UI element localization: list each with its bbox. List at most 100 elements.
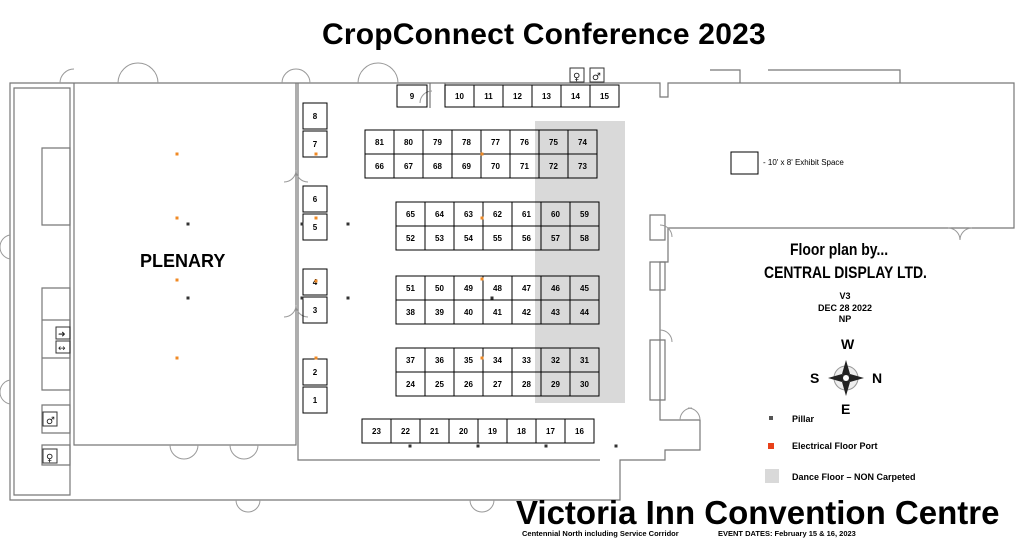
compass-south: S <box>810 370 820 386</box>
booth-40[interactable]: 40 <box>453 299 484 325</box>
booth-30[interactable]: 30 <box>569 371 600 397</box>
booth-51[interactable]: 51 <box>395 275 426 301</box>
booth-66[interactable]: 66 <box>364 153 395 179</box>
booth-15[interactable]: 15 <box>589 84 620 108</box>
booth-18[interactable]: 18 <box>506 418 537 444</box>
booth-24[interactable]: 24 <box>395 371 426 397</box>
booth-number: 64 <box>435 210 444 219</box>
booth-63[interactable]: 63 <box>453 201 484 227</box>
booth-62[interactable]: 62 <box>482 201 513 227</box>
booth-12[interactable]: 12 <box>502 84 533 108</box>
booth-79[interactable]: 79 <box>422 129 453 155</box>
booth-49[interactable]: 49 <box>453 275 484 301</box>
booth-26[interactable]: 26 <box>453 371 484 397</box>
booth-53[interactable]: 53 <box>424 225 455 251</box>
dance-floor-swatch <box>765 469 779 483</box>
booth-16[interactable]: 16 <box>564 418 595 444</box>
booth-44[interactable]: 44 <box>569 299 600 325</box>
pillar-marker <box>186 222 190 226</box>
booth-5[interactable]: 5 <box>302 213 328 241</box>
booth-55[interactable]: 55 <box>482 225 513 251</box>
booth-71[interactable]: 71 <box>509 153 540 179</box>
booth-9[interactable]: 9 <box>396 84 428 108</box>
booth-number: 74 <box>578 138 587 147</box>
booth-7[interactable]: 7 <box>302 130 328 158</box>
booth-number: 18 <box>517 427 526 436</box>
booth-64[interactable]: 64 <box>424 201 455 227</box>
electrical-port-marker <box>480 152 484 156</box>
booth-3[interactable]: 3 <box>302 296 328 324</box>
booth-outline <box>569 299 600 325</box>
booth-69[interactable]: 69 <box>451 153 482 179</box>
booth-11[interactable]: 11 <box>473 84 504 108</box>
exhibit-space-swatch <box>730 151 759 175</box>
booth-number: 68 <box>433 162 442 171</box>
booth-81[interactable]: 81 <box>364 129 395 155</box>
booth-number: 22 <box>401 427 410 436</box>
booth-number: 36 <box>435 356 444 365</box>
booth-outline <box>396 84 428 108</box>
booth-78[interactable]: 78 <box>451 129 482 155</box>
booth-34[interactable]: 34 <box>482 347 513 373</box>
booth-number: 26 <box>464 380 473 389</box>
booth-14[interactable]: 14 <box>560 84 591 108</box>
booth-number: 50 <box>435 284 444 293</box>
booth-number: 12 <box>513 92 522 101</box>
booth-number: 40 <box>464 308 473 317</box>
booth-38[interactable]: 38 <box>395 299 426 325</box>
booth-number: 51 <box>406 284 415 293</box>
booth-73[interactable]: 73 <box>567 153 598 179</box>
booth-35[interactable]: 35 <box>453 347 484 373</box>
booth-outline <box>302 102 328 130</box>
booth-1[interactable]: 1 <box>302 386 328 414</box>
booth-27[interactable]: 27 <box>482 371 513 397</box>
electrical-port-marker <box>175 216 179 220</box>
booth-outline <box>567 153 598 179</box>
booth-65[interactable]: 65 <box>395 201 426 227</box>
booth-36[interactable]: 36 <box>424 347 455 373</box>
booth-70[interactable]: 70 <box>480 153 511 179</box>
booth-number: 45 <box>580 284 589 293</box>
booth-outline <box>564 418 595 444</box>
booth-10[interactable]: 10 <box>444 84 475 108</box>
booth-23[interactable]: 23 <box>361 418 392 444</box>
booth-6[interactable]: 6 <box>302 185 328 213</box>
booth-68[interactable]: 68 <box>422 153 453 179</box>
booth-number: 5 <box>313 223 318 232</box>
booth-13[interactable]: 13 <box>531 84 562 108</box>
pillar-marker <box>614 444 618 448</box>
booth-19[interactable]: 19 <box>477 418 508 444</box>
booth-76[interactable]: 76 <box>509 129 540 155</box>
booth-8[interactable]: 8 <box>302 102 328 130</box>
booth-number: 2 <box>313 368 318 377</box>
booth-number: 32 <box>551 356 560 365</box>
pillar-marker <box>300 296 304 300</box>
booth-25[interactable]: 25 <box>424 371 455 397</box>
booth-50[interactable]: 50 <box>424 275 455 301</box>
booth-number: 61 <box>522 210 531 219</box>
restroom-signs <box>42 67 605 464</box>
booth-54[interactable]: 54 <box>453 225 484 251</box>
electrical-port-marker <box>314 216 318 220</box>
booth-22[interactable]: 22 <box>390 418 421 444</box>
booth-17[interactable]: 17 <box>535 418 566 444</box>
booth-52[interactable]: 52 <box>395 225 426 251</box>
booth-37[interactable]: 37 <box>395 347 426 373</box>
booth-20[interactable]: 20 <box>448 418 479 444</box>
booth-80[interactable]: 80 <box>393 129 424 155</box>
booth-67[interactable]: 67 <box>393 153 424 179</box>
booth-77[interactable]: 77 <box>480 129 511 155</box>
booth-number: 9 <box>410 92 415 101</box>
booth-58[interactable]: 58 <box>569 225 600 251</box>
booth-39[interactable]: 39 <box>424 299 455 325</box>
booth-41[interactable]: 41 <box>482 299 513 325</box>
booth-2[interactable]: 2 <box>302 358 328 386</box>
booth-21[interactable]: 21 <box>419 418 450 444</box>
booth-48[interactable]: 48 <box>482 275 513 301</box>
plenary-room-label: PLENARY <box>140 251 226 271</box>
electrical-swatch <box>768 443 774 449</box>
booth-number: 72 <box>549 162 558 171</box>
booth-number: 25 <box>435 380 444 389</box>
restroom-icon: ♀ <box>573 72 580 83</box>
pillar-marker <box>408 444 412 448</box>
